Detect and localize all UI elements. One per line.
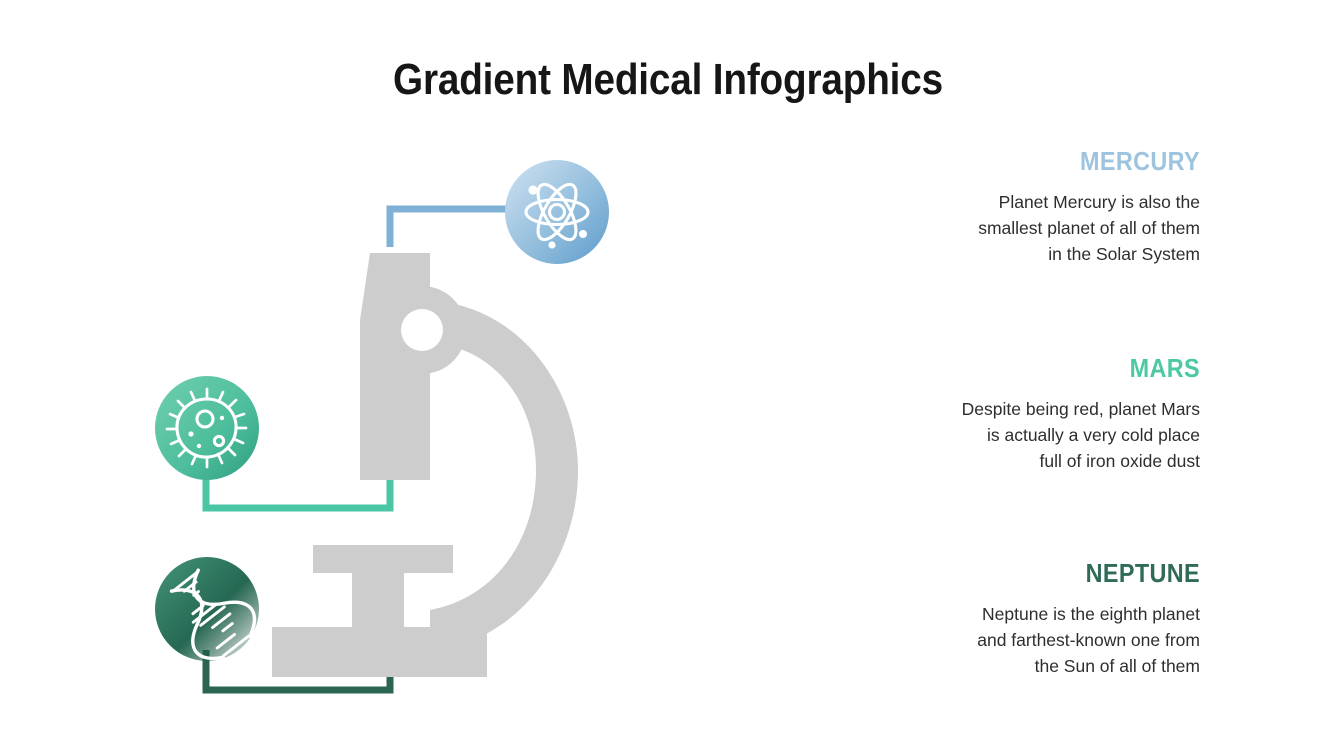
info-heading-mars: MARS	[1129, 353, 1200, 383]
node-mercury[interactable]	[505, 160, 609, 264]
info-block-mercury: MERCURY Planet Mercury is also the small…	[860, 146, 1200, 267]
info-body-mercury: Planet Mercury is also the smallest plan…	[860, 189, 1200, 267]
node-neptune[interactable]	[155, 557, 264, 668]
microscope-icon	[272, 253, 578, 677]
info-line: the Sun of all of them	[1034, 656, 1200, 677]
atom-icon	[524, 182, 590, 249]
info-line: full of iron oxide dust	[1039, 451, 1200, 472]
info-line: in the Solar System	[1048, 244, 1200, 265]
info-block-mars: MARS Despite being red, planet Mars is a…	[860, 353, 1200, 474]
info-line: Despite being red, planet Mars	[961, 399, 1200, 420]
info-block-neptune: NEPTUNE Neptune is the eighth planet and…	[860, 558, 1200, 679]
bacteria-icon	[165, 387, 248, 469]
info-body-mars: Despite being red, planet Mars is actual…	[860, 396, 1200, 474]
connector-mars	[202, 468, 394, 512]
info-line: smallest planet of all of them	[978, 218, 1200, 239]
info-body-neptune: Neptune is the eighth planet and farthes…	[860, 601, 1200, 679]
microscope-infographic	[155, 160, 609, 694]
info-heading-mercury: MERCURY	[1080, 146, 1200, 176]
dna-icon	[169, 568, 257, 661]
content-column: MERCURY Planet Mercury is also the small…	[860, 0, 1200, 752]
info-line: is actually a very cold place	[986, 425, 1200, 446]
node-mars[interactable]	[155, 376, 259, 480]
info-line: Planet Mercury is also the	[998, 192, 1200, 213]
page-title: Gradient Medical Infographics	[392, 55, 943, 104]
info-line: Neptune is the eighth planet	[982, 604, 1200, 625]
connector-mercury	[386, 205, 512, 247]
info-heading-neptune: NEPTUNE	[1085, 558, 1200, 588]
info-line: and farthest-known one from	[977, 630, 1200, 651]
